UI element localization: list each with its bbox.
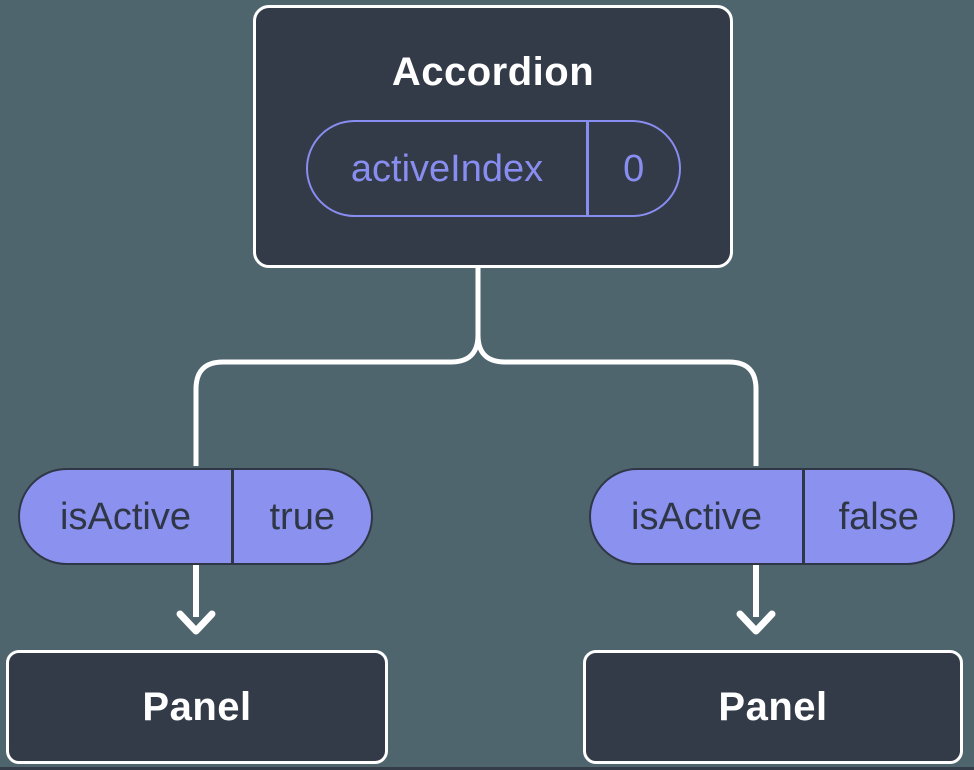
isactive-false-pill: isActive false (589, 468, 955, 565)
prop-value: 0 (623, 147, 645, 190)
arrow-down-icon (176, 564, 216, 635)
activeindex-prop-pill: activeIndex 0 (306, 120, 681, 217)
panel-label: Panel (142, 684, 252, 729)
pill-divider (802, 470, 805, 563)
isactive-true-pill: isActive true (18, 468, 373, 565)
pill-divider (231, 470, 234, 563)
connector-branch-left (193, 265, 481, 466)
panel-node-left: Panel (6, 650, 388, 764)
accordion-title: Accordion (391, 50, 595, 94)
connector-branch-right (475, 265, 759, 466)
state-name: isActive (60, 495, 191, 538)
accordion-node: Accordion activeIndex 0 (253, 5, 733, 268)
state-value: true (269, 495, 335, 538)
arrow-down-icon (736, 564, 776, 635)
prop-name: activeIndex (350, 147, 544, 190)
panel-label: Panel (718, 684, 828, 729)
state-value: false (838, 495, 919, 538)
state-name: isActive (631, 495, 762, 538)
pill-divider (586, 122, 589, 215)
bottom-edge-strip (0, 767, 974, 770)
panel-node-right: Panel (583, 650, 963, 764)
